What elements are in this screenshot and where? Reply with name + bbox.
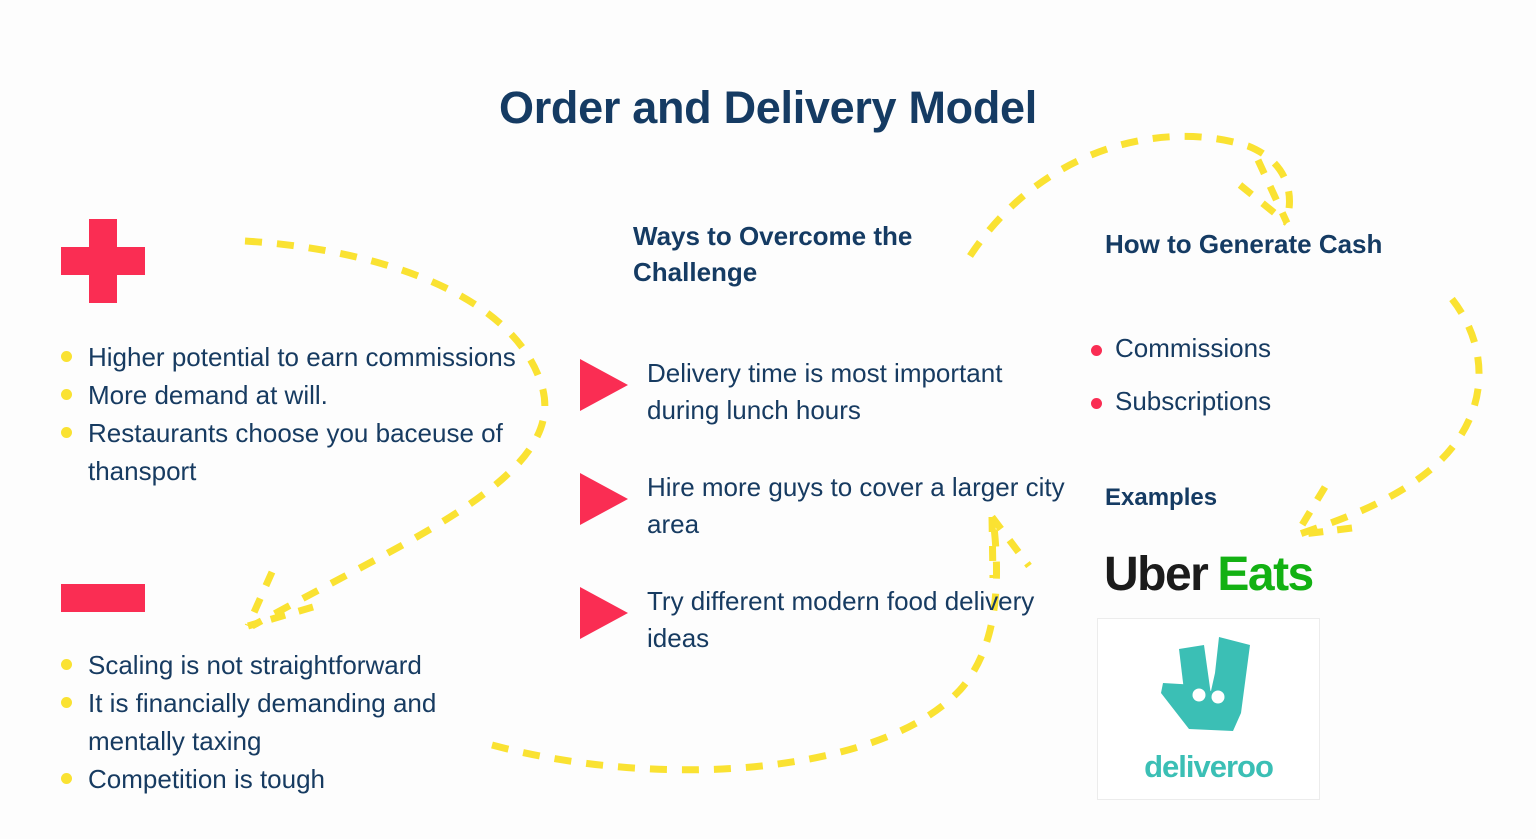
slide-title: Order and Delivery Model xyxy=(499,82,1037,133)
list-item: Higher potential to earn commissions xyxy=(53,338,523,376)
list-item: Delivery time is most important during l… xyxy=(580,355,1080,431)
bullet-dot-icon xyxy=(61,697,72,708)
pros-item-text: More demand at will. xyxy=(88,380,328,410)
list-item: More demand at will. xyxy=(53,376,523,414)
uber-eats-logo-eats-text: Eats xyxy=(1217,548,1314,601)
bullet-dot-icon xyxy=(61,659,72,670)
triangle-arrow-icon xyxy=(580,473,628,525)
triangle-arrow-icon xyxy=(580,359,628,411)
examples-heading: Examples xyxy=(1105,484,1218,511)
list-item: Subscriptions xyxy=(1088,375,1418,428)
pros-list: Higher potential to earn commissions Mor… xyxy=(53,338,523,490)
yellow-dashed-arrow-left-loop-head-a xyxy=(244,570,276,628)
list-item: Hire more guys to cover a larger city ar… xyxy=(580,469,1080,545)
yellow-dashed-arrow-right-curve-head-a xyxy=(1293,485,1328,537)
uber-eats-logo-uber-text: Uber xyxy=(1104,548,1209,601)
minus-icon xyxy=(61,584,145,612)
yellow-dashed-arrow-top-arc-head-a xyxy=(1254,158,1291,225)
overcome-challenge-list: Delivery time is most important during l… xyxy=(580,355,1080,659)
overcome-item-text: Hire more guys to cover a larger city ar… xyxy=(647,472,1065,539)
bullet-dot-icon xyxy=(61,351,72,362)
plus-icon xyxy=(61,219,145,303)
cons-item-text: Competition is tough xyxy=(88,764,326,794)
bullet-dot-icon xyxy=(61,427,72,438)
list-item: Scaling is not straightforward xyxy=(53,646,523,684)
generate-cash-list: Commissions Subscriptions xyxy=(1088,322,1418,428)
cash-item-text: Subscriptions xyxy=(1115,386,1272,416)
bullet-dot-icon xyxy=(1091,398,1102,409)
plus-icon-vertical-bar xyxy=(89,219,117,303)
bullet-dot-icon xyxy=(61,389,72,400)
deliveroo-kangaroo-icon xyxy=(1160,637,1250,731)
cash-item-text: Commissions xyxy=(1115,333,1272,363)
overcome-item-text: Try different modern food delivery ideas xyxy=(647,586,1035,653)
right-column-heading: How to Generate Cash xyxy=(1105,229,1383,259)
overcome-item-text: Delivery time is most important during l… xyxy=(647,358,1003,425)
list-item: Competition is tough xyxy=(53,760,523,798)
yellow-dashed-arrow-left-loop-head-b xyxy=(247,603,314,630)
cons-list: Scaling is not straightforward It is fin… xyxy=(53,646,523,798)
bullet-dot-icon xyxy=(61,773,72,784)
yellow-dashed-arrow-right-curve-head-b xyxy=(1295,524,1353,539)
bullet-dot-icon xyxy=(1091,345,1102,356)
list-item: Commissions xyxy=(1088,322,1418,375)
list-item: Try different modern food delivery ideas xyxy=(580,583,1080,659)
list-item: It is financially demanding and mentally… xyxy=(53,684,523,760)
middle-column-heading: Ways to Overcome the Challenge xyxy=(633,221,913,287)
cons-item-text: Scaling is not straightforward xyxy=(88,650,422,680)
yellow-dashed-arrow-top-arc-head-b xyxy=(1237,182,1290,226)
triangle-arrow-icon xyxy=(580,587,628,639)
list-item: Restaurants choose you baceuse of thansp… xyxy=(53,414,523,490)
pros-item-text: Restaurants choose you baceuse of thansp… xyxy=(88,418,503,486)
deliveroo-logo-card: deliveroo xyxy=(1097,618,1320,800)
cons-item-text: It is financially demanding and mentally… xyxy=(88,688,437,756)
deliveroo-wordmark: deliveroo xyxy=(1144,749,1274,784)
pros-item-text: Higher potential to earn commissions xyxy=(88,342,516,372)
